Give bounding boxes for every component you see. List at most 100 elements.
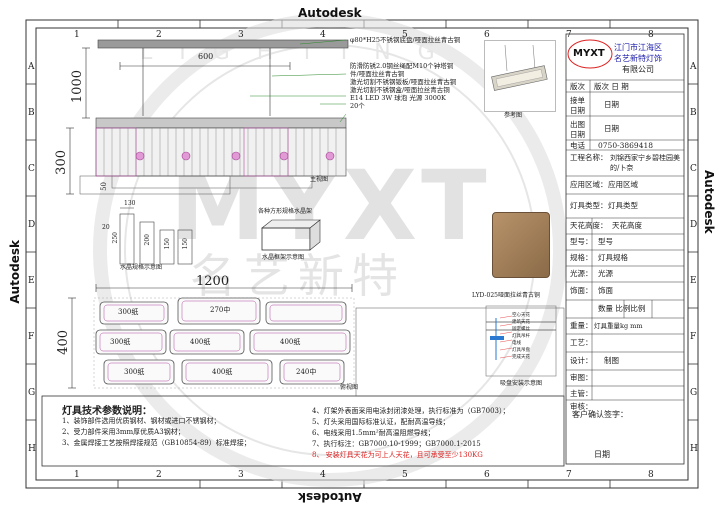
- tb-label-phone: 电话: [570, 141, 585, 150]
- plan-box-4: 400纸: [190, 338, 211, 346]
- tb-value-finish: 饰面: [598, 286, 613, 295]
- mount-label-finished-ceiling: 完成天花: [512, 355, 530, 360]
- tb-label-order-date: 接单日期: [570, 96, 585, 115]
- tb-value-project: 刘锦西家宁乡碧桂园美的/卜奈: [610, 154, 680, 172]
- mount-label-plate: 灯具吊盘: [512, 348, 530, 353]
- crystal-dim-130: 130: [124, 200, 136, 207]
- main-view-caption: 主视图: [310, 176, 329, 183]
- finish-sample-swatch: [492, 212, 550, 278]
- col-3: 3: [238, 30, 244, 40]
- col-1-bottom: 1: [74, 470, 80, 480]
- spec-item-5: 5、灯头采用国际标准认证，配耐高温导线；: [312, 418, 450, 426]
- row-c-right: C: [690, 164, 697, 174]
- company-logo: MYXT: [573, 48, 605, 59]
- tb-label-spec: 规格：: [570, 253, 593, 262]
- col-8-bottom: 8: [648, 470, 654, 480]
- tb-value-phone: 0750-3869418: [598, 141, 654, 150]
- col-4-bottom: 4: [320, 470, 326, 480]
- autodesk-top: Autodesk: [298, 6, 362, 20]
- tb-value-model: 型号: [598, 237, 613, 246]
- company-name-line3: 有限公司: [622, 65, 654, 74]
- tb-label-finish: 饰面：: [570, 286, 593, 295]
- crystal-frame-title: 各种方形规格水晶架: [258, 208, 313, 215]
- crystal-spec-caption: 水晶规格示意图: [120, 264, 163, 271]
- customer-confirm-label: 客户确认签字：: [572, 410, 628, 419]
- col-5-bottom: 5: [402, 470, 408, 480]
- spec-item-7: 7、执行标注：GB7000.10-1999；GB7000.1-2015: [312, 440, 481, 448]
- reference-photo: [484, 40, 556, 112]
- spec-item-3: 3、金属焊接工艺按照焊接规范（GB10854-89）标准焊接；: [62, 439, 251, 447]
- col-8: 8: [648, 30, 654, 40]
- spec-item-2: 2、受力部件采用3mm厚优质A3钢材；: [62, 428, 185, 436]
- mount-label-wire: 电线: [512, 341, 521, 346]
- col-7: 7: [566, 30, 572, 40]
- elevation-annotations: φ80*H25不锈钢底盘/哑面拉丝青古铜 防滑防锈2.0钢丝绳配M10个钟塔铜 …: [350, 36, 460, 110]
- reference-photo-caption: 参考图: [504, 112, 523, 119]
- col-2: 2: [156, 30, 162, 40]
- plan-box-2: 270中: [210, 306, 231, 314]
- spec-item-6: 6、电线采用1.5mm²耐高温阻燃导线；: [312, 429, 435, 437]
- row-a-right: A: [690, 62, 697, 72]
- tb-value-area: 应用区域: [608, 180, 638, 189]
- row-h: H: [28, 444, 36, 454]
- tb-label-project: 工程名称：: [570, 153, 608, 162]
- col-1: 1: [74, 30, 80, 40]
- finish-sample-caption: LYD-025哑面拉丝青古铜: [472, 292, 540, 299]
- tb-label-review: 审图：: [570, 373, 593, 382]
- tb-label-issue-date: 出图日期: [570, 120, 585, 139]
- tb-label-approve: 审核：: [570, 402, 593, 411]
- customer-confirm-date: 日期: [594, 450, 610, 459]
- row-g: G: [28, 388, 36, 398]
- tb-label-area: 应用区域：: [570, 180, 608, 189]
- mount-label-rod: 灯具吊杆: [512, 334, 530, 339]
- tb-label-version: 版次: [570, 82, 585, 91]
- mount-label-screw: 固定螺丝: [512, 327, 530, 332]
- spec-left-list: 1、装饰部件选用优质钢材、钢材或进口不锈钢材； 2、受力部件采用3mm厚优质A3…: [62, 416, 251, 449]
- row-d-right: D: [690, 220, 698, 230]
- row-f-right: F: [690, 332, 697, 342]
- tb-label-ceiling-height: 天花高度：: [570, 221, 608, 230]
- col-6: 6: [484, 30, 490, 40]
- row-f: F: [28, 332, 35, 342]
- col-5: 5: [402, 30, 408, 40]
- annotation-bulb-count: 20个: [350, 102, 365, 110]
- mount-labels: 空心天花 建筑天花 固定螺丝 灯具吊杆 电线 灯具吊盘 完成天花: [512, 312, 530, 361]
- mount-label-building-ceiling: 建筑天花: [512, 320, 530, 325]
- col-3-bottom: 3: [238, 470, 244, 480]
- tb-value-order-date: 日期: [604, 100, 619, 109]
- watermark-cn: 名艺新特: [190, 249, 406, 303]
- spec-item-4: 4、灯架外表面采用电泳封闭漆处理，执行标准为（GB7003）；: [312, 407, 510, 415]
- dim-1200: 1200: [196, 274, 230, 289]
- annotation-laser-box: 激光切割不锈钢盒/哑面拉丝青古铜: [350, 86, 450, 94]
- tb-value-issue-date: 日期: [604, 124, 619, 133]
- spec-warning: 8、 安装灯具天花为可上人天花，且可承受至少130KG: [312, 451, 483, 459]
- tb-label-manager: 主管：: [570, 389, 593, 398]
- crystal-dim-20: 20: [102, 224, 110, 231]
- annotation-bulb: E14 LED 3W 球泡 光源 3000K: [350, 94, 446, 102]
- crystal-frame-caption: 水晶框架示意图: [262, 254, 305, 261]
- autodesk-right: Autodesk: [702, 170, 716, 234]
- plan-view-caption: 俯视图: [340, 384, 359, 391]
- col-4: 4: [320, 30, 326, 40]
- mount-caption: 吸盘安装示意图: [500, 380, 543, 387]
- tb-value-light-source: 光源: [598, 269, 613, 278]
- company-name: 江门市江海区 名艺新特灯饰 有限公司: [614, 42, 662, 75]
- tb-value-drafter: 制图: [604, 356, 619, 365]
- tb-value-version: 版次 日 期: [594, 82, 629, 91]
- tb-value-fixture-type: 灯具类型: [608, 201, 638, 210]
- tb-value-ceiling-height: 天花高度: [612, 221, 642, 230]
- plan-box-6: 300纸: [124, 368, 145, 376]
- plan-box-5: 400纸: [280, 338, 301, 346]
- company-name-line2: 名艺新特灯饰: [614, 54, 662, 63]
- mount-label-hollow-ceiling: 空心天花: [512, 313, 530, 318]
- col-6-bottom: 6: [484, 470, 490, 480]
- tb-value-weight: 灯具重量kg mm: [594, 322, 643, 330]
- plan-box-3: 300纸: [110, 338, 131, 346]
- tb-label-model: 型号：: [570, 237, 593, 246]
- col-2-bottom: 2: [156, 470, 162, 480]
- row-b: B: [28, 108, 35, 118]
